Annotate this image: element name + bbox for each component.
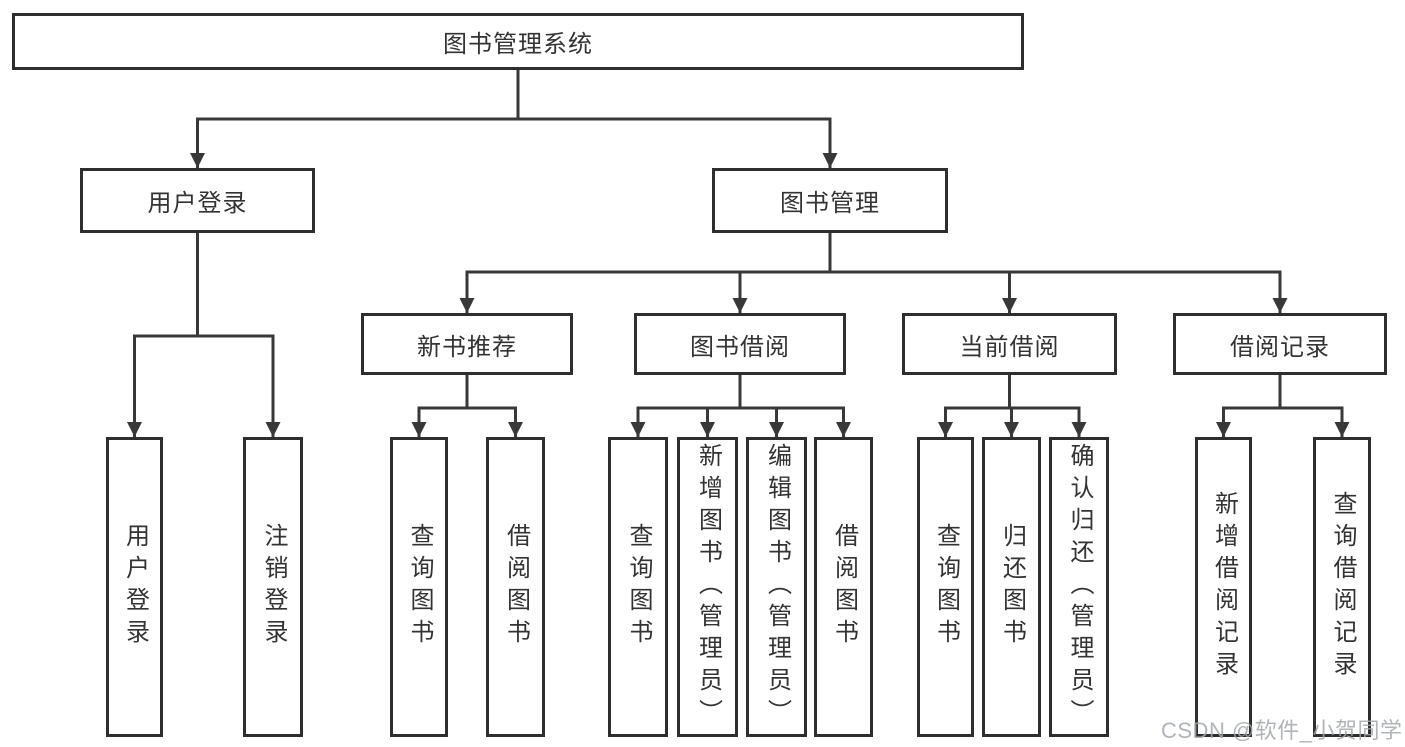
leaf-user-login-label: 用户登录 (121, 523, 149, 651)
leaf-user-login: 用户登录 (106, 437, 163, 737)
leaf-add-book-admin-label: 新增图书（管理员） (694, 443, 722, 731)
leaf-query-borrow-record: 查询借阅记录 (1313, 437, 1371, 737)
node-new-book-recommend-label: 新书推荐 (417, 333, 517, 361)
leaf-borrow-books-2-label: 借阅图书 (830, 523, 858, 651)
node-book-management: 图书管理 (712, 168, 948, 233)
node-book-management-label: 图书管理 (780, 190, 880, 217)
node-borrow-records: 借阅记录 (1173, 313, 1387, 375)
leaf-query-books-2-label: 查询图书 (625, 523, 652, 651)
leaf-return-books: 归还图书 (982, 437, 1041, 737)
leaf-borrow-books-1: 借阅图书 (486, 437, 545, 737)
node-user-login: 用户登录 (80, 168, 315, 233)
leaf-query-books-3-label: 查询图书 (932, 523, 960, 651)
leaf-query-borrow-record-label: 查询借阅记录 (1329, 491, 1356, 683)
leaf-borrow-books-1-label: 借阅图书 (502, 523, 530, 651)
leaf-borrow-books-2: 借阅图书 (814, 437, 873, 737)
node-current-borrow: 当前借阅 (902, 313, 1117, 375)
leaf-return-books-label: 归还图书 (998, 523, 1026, 651)
node-library-system-label: 图书管理系统 (443, 31, 593, 58)
leaf-query-books-1: 查询图书 (390, 437, 448, 737)
leaf-logout: 注销登录 (243, 437, 303, 737)
node-new-book-recommend: 新书推荐 (361, 313, 573, 375)
node-book-borrow-label: 图书借阅 (690, 333, 790, 361)
leaf-confirm-return-admin: 确认归还（管理员） (1049, 437, 1109, 737)
leaf-query-books-3: 查询图书 (917, 437, 974, 737)
node-library-system: 图书管理系统 (12, 13, 1024, 70)
node-book-borrow: 图书借阅 (634, 313, 846, 375)
leaf-edit-book-admin-label: 编辑图书（管理员） (763, 443, 791, 731)
leaf-query-books-1-label: 查询图书 (406, 523, 433, 651)
leaf-query-books-2: 查询图书 (608, 437, 668, 737)
leaf-edit-book-admin: 编辑图书（管理员） (746, 437, 807, 737)
leaf-add-borrow-record: 新增借阅记录 (1195, 437, 1252, 737)
leaf-add-book-admin: 新增图书（管理员） (677, 437, 738, 737)
node-user-login-label: 用户登录 (147, 190, 248, 217)
node-current-borrow-label: 当前借阅 (959, 333, 1060, 361)
leaf-logout-label: 注销登录 (260, 523, 287, 651)
node-borrow-records-label: 借阅记录 (1230, 333, 1330, 361)
watermark-csdn: CSDN @软件_小贺同学 (1161, 718, 1403, 743)
leaf-confirm-return-admin-label: 确认归还（管理员） (1066, 443, 1093, 731)
leaf-add-borrow-record-label: 新增借阅记录 (1210, 491, 1238, 683)
